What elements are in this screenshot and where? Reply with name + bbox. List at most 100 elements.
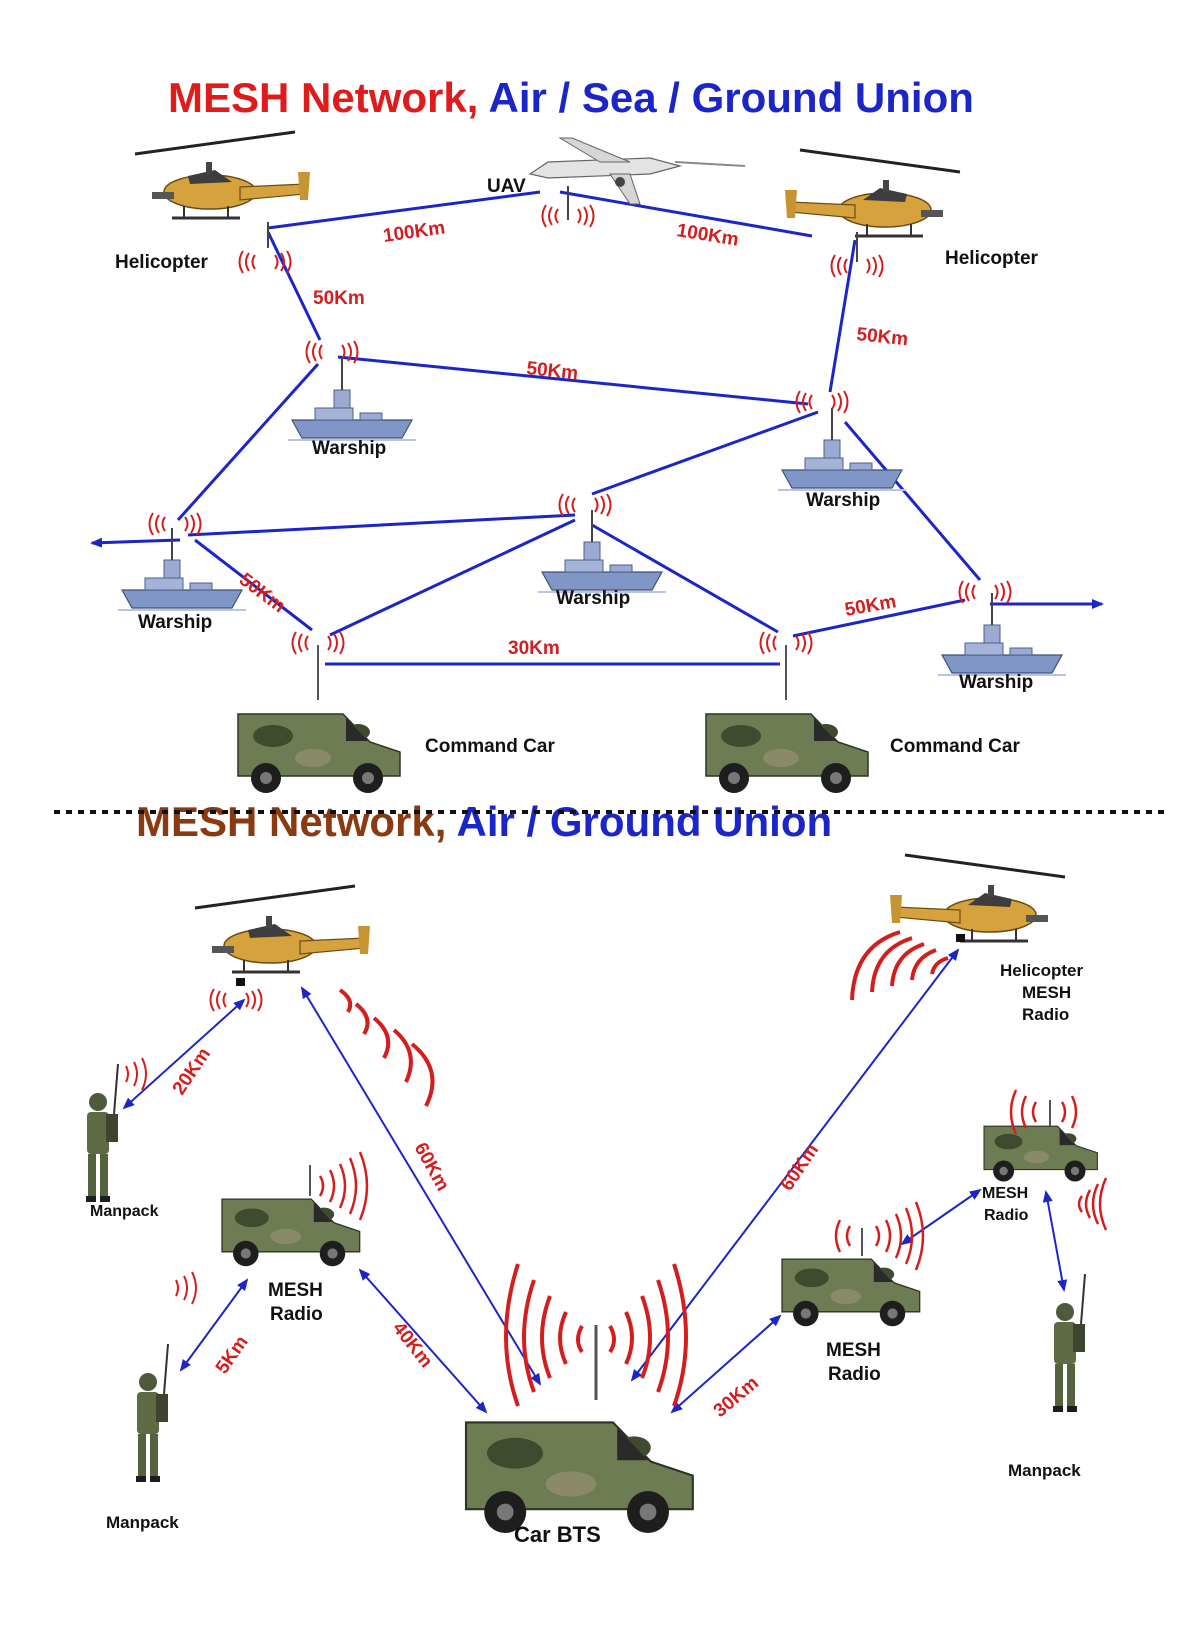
command-car-icon: [705, 713, 869, 794]
warship-3-waves: [558, 493, 612, 517]
radio-wave-icon: [125, 1057, 147, 1091]
warship-3-label: Warship: [556, 588, 630, 609]
radio-wave-icon: [175, 1271, 197, 1305]
link-heli-bts: [300, 986, 542, 1386]
soldier-icon: [135, 1343, 169, 1483]
mesh-radio-3-line2: Radio: [984, 1207, 1029, 1224]
link-heli-ship-right: [828, 239, 857, 393]
command-car-1-node: Command Car: [237, 631, 555, 794]
warship-4-node: Warship: [117, 512, 247, 633]
helicopter-icon: [193, 884, 372, 974]
link-left-mid: [187, 513, 576, 537]
warship-2-waves: [795, 390, 849, 414]
car-bts-icon: [464, 1421, 694, 1535]
link-mid-car2: [591, 523, 779, 634]
link-manpack-radio: [179, 1278, 249, 1372]
manpack-3-node: Manpack: [1008, 1177, 1108, 1480]
manpack-2-node: Manpack: [106, 1271, 197, 1532]
link-ship-ship: [337, 355, 809, 406]
heli-label-line3: Radio: [1022, 1005, 1069, 1024]
top-links: [90, 190, 1104, 666]
helicopter-right-node: Helicopter: [783, 148, 1039, 278]
distance-uav-heli: 100Km: [675, 220, 740, 250]
car-bts-label: Car BTS: [514, 1522, 601, 1547]
warship-1-node: Warship: [287, 340, 417, 459]
uav-label: UAV: [487, 176, 526, 197]
mesh-radio-3-node: MESH Radio: [982, 1089, 1098, 1224]
radio-wave-icon: [318, 1151, 369, 1221]
top-title-part2: Air / Sea / Ground Union: [488, 74, 974, 121]
warship-icon: [287, 357, 417, 441]
uav-node: UAV: [487, 137, 746, 228]
helicopter-left-label: Helicopter: [115, 252, 209, 273]
heli-label-line1: Helicopter: [1000, 961, 1084, 980]
warship-4-waves: [148, 512, 202, 536]
mesh-radio-1-line1: MESH: [268, 1280, 323, 1301]
warship-2-node: Warship: [777, 390, 907, 511]
link-heli-uav: [267, 190, 541, 230]
warship-4-label: Warship: [138, 612, 212, 633]
helicopter-icon: [133, 130, 312, 220]
command-car-icon: [983, 1125, 1098, 1183]
mesh-radio-3-line1: MESH: [982, 1185, 1028, 1202]
radio-wave-icon: [850, 930, 949, 1001]
link-radio-bts: [358, 1268, 488, 1414]
distance-heli-bts: 60Km: [410, 1139, 453, 1194]
mesh-radio-2-node: MESH Radio: [781, 1201, 925, 1385]
link-ship-far: [843, 421, 982, 581]
helicopter-icon: [888, 853, 1067, 943]
distance-heli-ship-left: 50Km: [313, 288, 365, 309]
distance-heli-ship-right: 50Km: [855, 324, 909, 350]
link-car-ship: [792, 598, 966, 638]
mesh-radio-2-line2: Radio: [828, 1364, 881, 1385]
manpack-1-node: Manpack: [85, 1057, 159, 1220]
link-arrow-left: [90, 537, 181, 548]
distance-radio-bts: 40Km: [388, 1318, 436, 1372]
mesh-radio-1-line2: Radio: [270, 1304, 323, 1325]
bottom-title-part2: Air / Ground Union: [456, 798, 833, 845]
link-heli-ship: [266, 231, 322, 341]
link-mid-car1: [329, 518, 576, 637]
distance-manpack-radio: 5Km: [212, 1332, 253, 1378]
radio-wave-icon: [1077, 1177, 1108, 1231]
warship-icon: [537, 509, 667, 593]
warship-5-waves: [958, 580, 1012, 604]
warship-1-label: Warship: [312, 438, 386, 459]
command-car-icon: [237, 713, 401, 794]
distance-ship-ship: 50Km: [525, 358, 579, 384]
bottom-title-part1: MESH Network,: [136, 798, 447, 845]
top-title-part1: MESH Network,: [168, 74, 479, 121]
bottom-heli-left-node: [193, 884, 435, 1107]
command-car-1-label: Command Car: [425, 736, 555, 757]
link-ship-car: [194, 538, 313, 632]
command-car-icon: [781, 1258, 921, 1327]
bottom-heli-right-node: Helicopter MESH Radio: [850, 853, 1084, 1024]
uav-icon: [528, 137, 746, 205]
link-uav-heli: [559, 190, 813, 238]
manpack-2-label: Manpack: [106, 1513, 179, 1532]
soldier-icon: [85, 1063, 119, 1203]
link-ship-mid: [591, 410, 819, 496]
bottom-links: [122, 948, 1068, 1414]
radio-wave-icon: [504, 1263, 688, 1407]
manpack-1-label: Manpack: [90, 1203, 159, 1220]
radio-wave-icon: [834, 1201, 925, 1271]
helicopter-icon: [783, 148, 962, 238]
link-ship-left: [176, 362, 320, 522]
command-car-icon: [221, 1198, 361, 1267]
warship-5-node: Warship: [937, 580, 1067, 693]
helicopter-left-node: Helicopter: [115, 130, 312, 274]
mesh-radio-1-node: MESH Radio: [221, 1151, 369, 1325]
link-radio-radio: [900, 1188, 982, 1246]
distance-bts-radio: 30Km: [710, 1372, 763, 1421]
distance-bts-heli: 60Km: [777, 1140, 823, 1195]
warship-1-waves: [305, 340, 359, 364]
link-bts-heli: [630, 948, 960, 1382]
mesh-radio-2-line1: MESH: [826, 1340, 881, 1361]
warship-2-label: Warship: [806, 490, 880, 511]
warship-5-label: Warship: [959, 672, 1033, 693]
distance-heli-uav: 100Km: [382, 217, 447, 246]
heli-label-line2: MESH: [1022, 983, 1071, 1002]
